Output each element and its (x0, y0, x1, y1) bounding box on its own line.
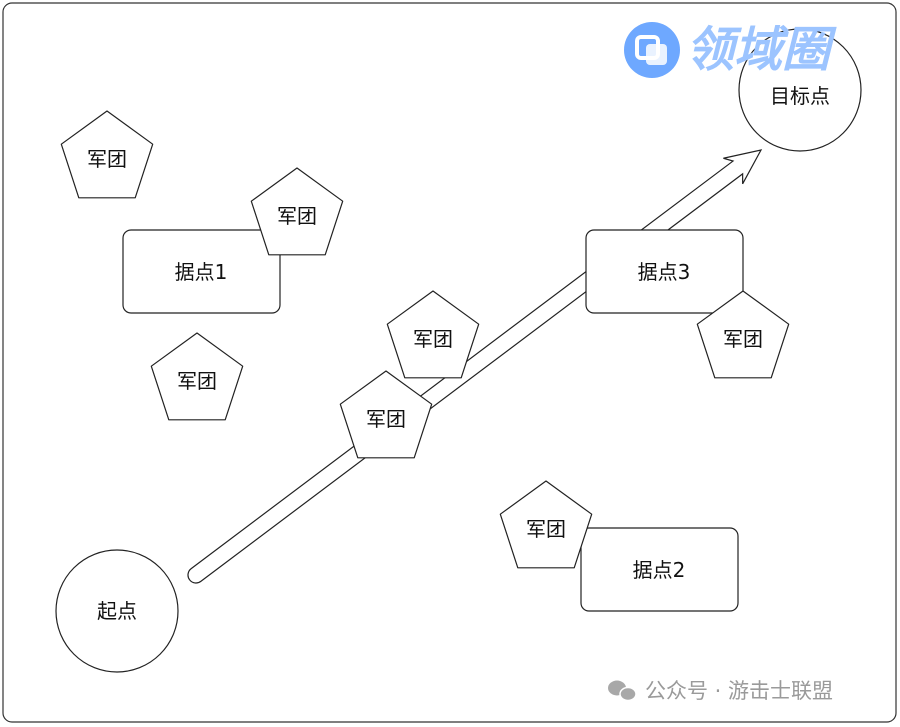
pentagon-shape (696, 290, 790, 379)
legion-label: 军团 (366, 407, 406, 431)
stronghold-label: 据点2 (633, 558, 686, 582)
pentagon-shape (250, 167, 344, 256)
start-label: 起点 (97, 599, 137, 623)
stronghold-2: 据点2 (580, 527, 739, 612)
start-node: 起点 (55, 549, 179, 673)
legion-4: 军团 (386, 290, 480, 379)
pentagon-shape (60, 110, 154, 199)
logo: 领域圈 (624, 22, 837, 78)
stronghold-label: 据点1 (175, 260, 228, 284)
pentagon-shape (339, 370, 433, 459)
stronghold-1: 据点1 (122, 229, 281, 314)
pentagon-shape (499, 480, 593, 569)
legion-label: 军团 (413, 327, 453, 351)
target-node: 目标点 (738, 28, 862, 152)
wechat-icon (608, 680, 637, 702)
logo-text: 领域圈 (686, 22, 837, 78)
legion-label: 军团 (723, 327, 763, 351)
legion-2: 军团 (250, 167, 344, 256)
pentagon-shape (386, 290, 480, 379)
legion-3: 军团 (150, 332, 244, 421)
legion-label: 军团 (526, 517, 566, 541)
watermark-text: 公众号 · 游击士联盟 (645, 679, 833, 703)
legion-1: 军团 (60, 110, 154, 199)
legion-label: 军团 (177, 369, 217, 393)
watermark: 公众号 · 游击士联盟 (608, 679, 833, 703)
stronghold-3: 据点3 (585, 229, 744, 314)
legion-5: 军团 (339, 370, 433, 459)
legion-7: 军团 (696, 290, 790, 379)
stronghold-label: 据点3 (638, 260, 691, 284)
legion-label: 军团 (87, 147, 127, 171)
legion-label: 军团 (277, 204, 317, 228)
pentagon-shape (150, 332, 244, 421)
legion-6: 军团 (499, 480, 593, 569)
target-label: 目标点 (770, 84, 830, 108)
